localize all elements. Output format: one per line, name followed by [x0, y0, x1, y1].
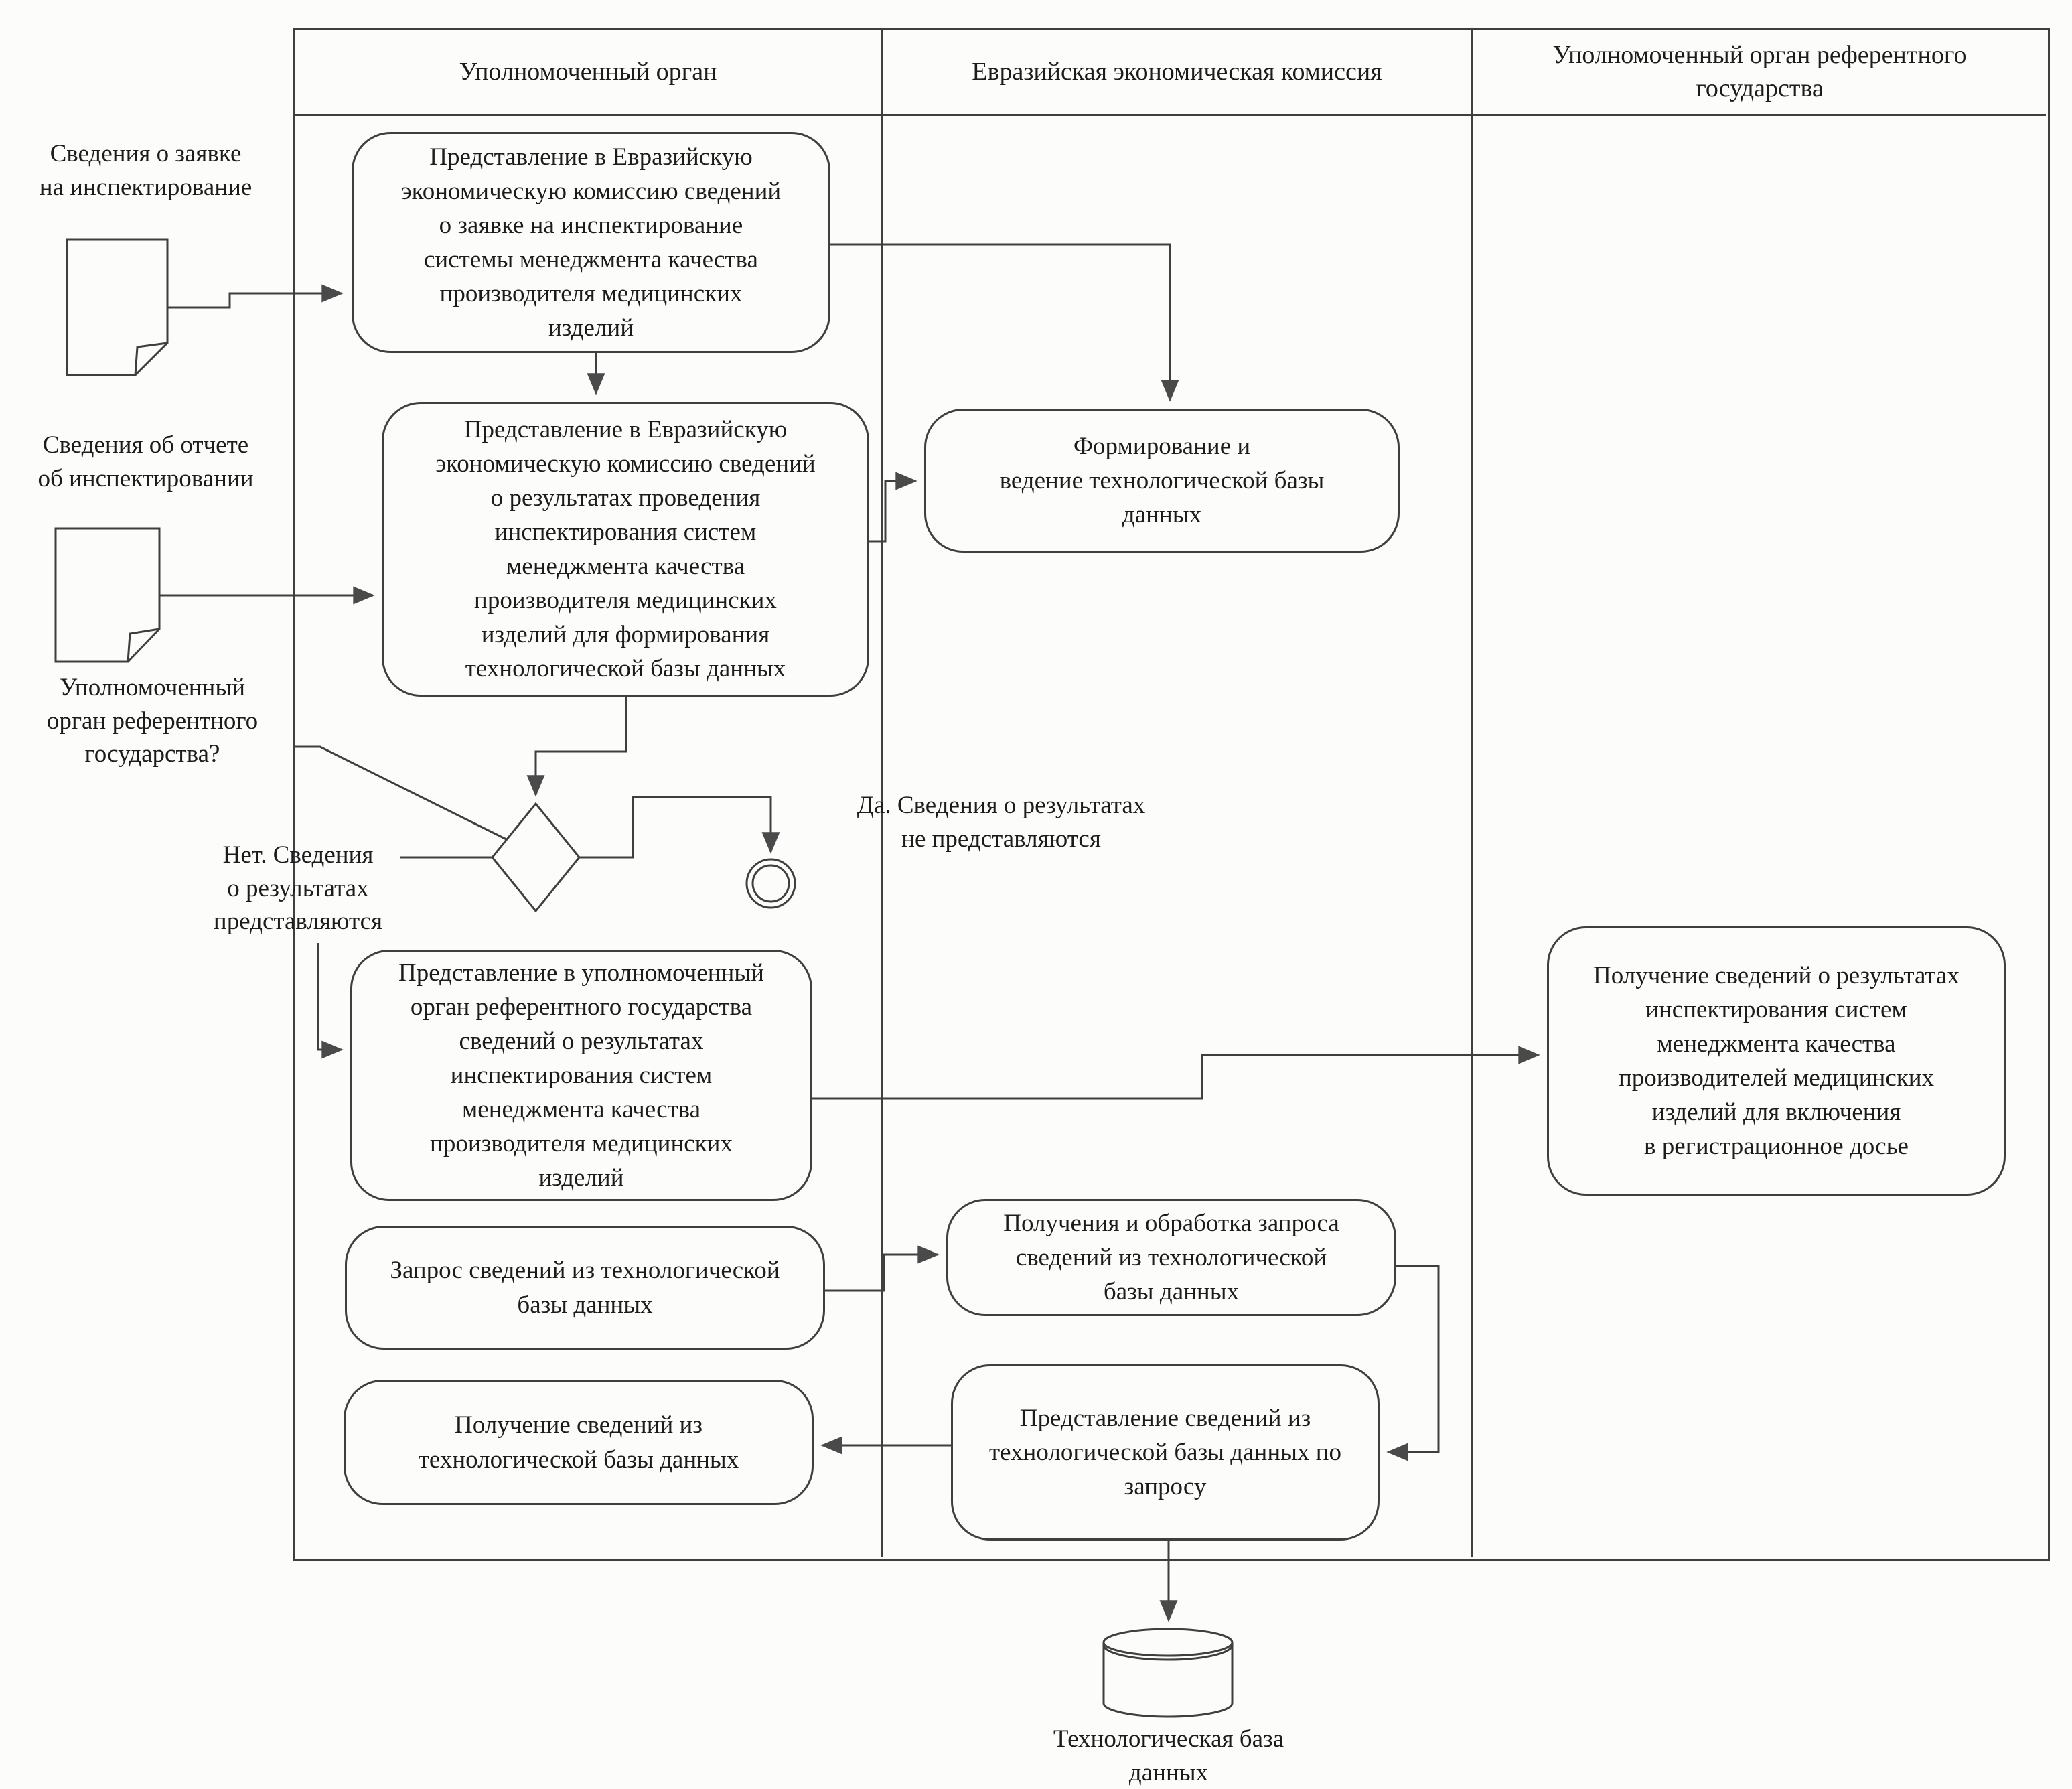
lane-header-authorized-body: Уполномоченный орган	[459, 57, 717, 86]
task-submit-to-reference: Представление в уполномоченный орган реф…	[350, 950, 812, 1201]
pool-border	[293, 28, 2050, 1561]
task-request-data: Запрос сведений из технологической базы …	[345, 1226, 825, 1350]
lane-header-eec: Евразийская экономическая комиссия	[972, 57, 1382, 86]
label-yes-branch: Да. Сведения о результатах не представля…	[857, 792, 1146, 853]
label-no-branch: Нет. Сведения о результатах представляют…	[213, 841, 383, 936]
document-icon-application	[66, 238, 169, 376]
task-form-database: Формирование и ведение технологической б…	[924, 409, 1400, 553]
lane-header-reference-state-body: Уполномоченный орган референтного госуда…	[1552, 41, 1967, 102]
label-datastore: Технологическая база данных	[1053, 1725, 1284, 1786]
line-question-to-decision	[295, 745, 507, 841]
flow-submit-results-to-form-database	[869, 472, 917, 543]
lane-divider-1	[881, 28, 883, 1557]
flow-application-doc-to-submit-application	[168, 284, 344, 309]
label-reference-question: Уполномоченный орган референтного госуда…	[46, 674, 258, 768]
flow-request-data-to-process-request	[825, 1245, 940, 1292]
flow-submit-to-reference-to-reference-receive	[812, 1046, 1540, 1100]
flow-submit-results-to-decision	[526, 697, 627, 797]
label-report-info: Сведения об отчете об инспектировании	[38, 431, 254, 492]
database-cylinder-icon	[1102, 1628, 1234, 1718]
task-submit-application: Представление в Евразийскую экономическу…	[352, 132, 830, 353]
end-event-icon	[745, 858, 796, 909]
document-icon-report	[54, 527, 161, 663]
lane-header-separator	[293, 114, 2046, 116]
flow-process-request-to-provide-data	[1386, 1265, 1440, 1461]
label-application-info: Сведения о заявке на инспектирование	[39, 140, 252, 201]
task-receive-data: Получение сведений из технологической ба…	[344, 1380, 814, 1505]
decision-diamond-icon	[491, 802, 581, 913]
flow-no-branch-to-submit-to-reference	[317, 943, 344, 1059]
lane-divider-2	[1471, 28, 1473, 1557]
task-process-request: Получения и обработка запроса сведений и…	[946, 1199, 1396, 1316]
flow-submit-application-to-form-database	[830, 243, 1179, 402]
task-provide-data: Представление сведений из технологическо…	[951, 1364, 1380, 1541]
task-reference-receive-results: Получение сведений о результатах инспект…	[1547, 926, 2006, 1196]
task-submit-results: Представление в Евразийскую экономическу…	[382, 402, 869, 697]
flow-decision-yes-to-end-event	[579, 796, 780, 859]
